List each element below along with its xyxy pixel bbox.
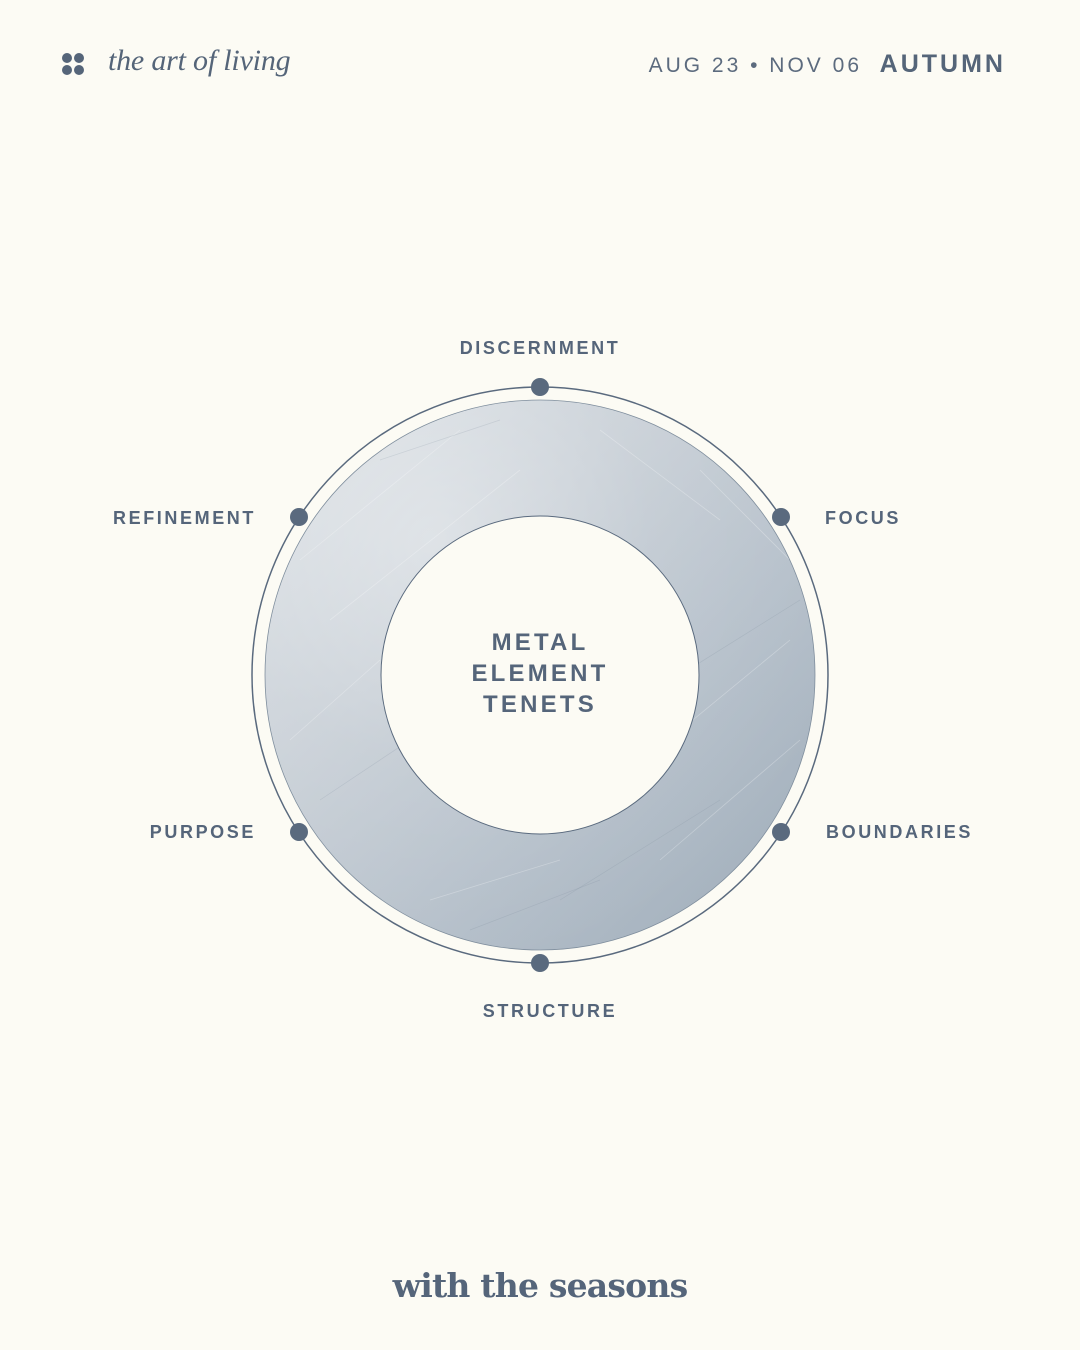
center-title-line: METAL xyxy=(491,629,589,656)
tenet-label-discernment: DISCERNMENT xyxy=(459,338,621,358)
tenet-dot-purpose xyxy=(290,823,308,841)
tenet-dot-focus xyxy=(772,508,790,526)
tenet-label-refinement: REFINEMENT xyxy=(113,508,256,528)
ring-outer-edge xyxy=(264,399,816,951)
tenet-label-purpose: PURPOSE xyxy=(149,822,256,842)
center-title-line: ELEMENT xyxy=(471,660,609,687)
tenet-dot-discernment xyxy=(531,378,549,396)
inner-circle xyxy=(380,515,700,835)
season-label: AUTUMN xyxy=(879,50,1006,78)
flower-logo-icon xyxy=(62,53,84,75)
tenet-label-boundaries: BOUNDARIES xyxy=(826,822,974,842)
footer-tagline: with the seasons xyxy=(392,1266,689,1305)
tenet-dot-refinement xyxy=(290,508,308,526)
tenet-label-structure: STRUCTURE xyxy=(482,1001,618,1021)
tenet-dot-boundaries xyxy=(772,823,790,841)
date-range: AUG 23 • NOV 06 xyxy=(648,54,862,77)
center-title-line: TENETS xyxy=(483,691,597,718)
tenet-label-focus: FOCUS xyxy=(825,508,901,528)
tenet-dot-structure xyxy=(531,954,549,972)
center-title: METAL ELEMENT TENETS xyxy=(390,627,690,720)
tagline: the art of living xyxy=(108,44,291,77)
